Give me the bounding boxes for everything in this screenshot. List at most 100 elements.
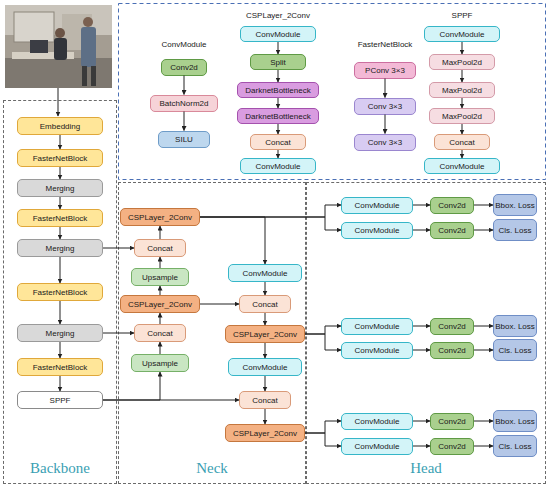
conv2d-box: Conv2d [430, 438, 474, 455]
box-text: Merging [46, 329, 75, 338]
box-text: Concat [147, 244, 172, 253]
concat-box: Concat [250, 134, 306, 150]
flow-arrow [103, 372, 160, 400]
box-text: Conv2d [438, 346, 466, 355]
flow-arrow [60, 135, 61, 149]
flow-arrow [462, 70, 463, 82]
section-title: Neck [119, 460, 305, 477]
flow-arrow [305, 326, 341, 334]
flow-arrow [413, 421, 430, 422]
input-photo [5, 5, 112, 88]
box-text: CSPLayer_2Conv [233, 330, 297, 339]
loss-box: Bbox. Loss [493, 410, 537, 432]
box-text: Embedding [40, 122, 80, 131]
fasternet-block-box: FasterNetBlock [17, 283, 103, 301]
module-legend-frame [119, 4, 546, 180]
flow-arrow [265, 282, 266, 295]
flow-arrow [278, 70, 279, 82]
maxpool-box: MaxPool2d [429, 54, 495, 70]
flow-arrow [103, 400, 239, 401]
flow-arrow [160, 286, 161, 295]
flow-arrow [160, 342, 161, 354]
flow-arrow [103, 333, 134, 334]
module-title: FasterNetBlock [358, 40, 413, 49]
box-text: MaxPool2d [442, 58, 482, 67]
embedding-box: Embedding [17, 117, 103, 135]
conv2d-box: Conv2d [430, 222, 474, 239]
flow-arrow [278, 150, 279, 158]
box-text: Merging [46, 244, 75, 253]
flow-arrow [305, 334, 341, 350]
loss-box: Bbox. Loss [493, 315, 537, 337]
box-text: Bbox. Loss [495, 417, 535, 426]
flow-arrow [305, 433, 341, 446]
box-text: Merging [46, 184, 75, 193]
box-text: Conv2d [438, 201, 466, 210]
module-title: CSPLayer_2Conv [246, 11, 310, 20]
flow-arrow [305, 421, 341, 433]
fasternet-block-box: FasterNetBlock [17, 149, 103, 167]
flow-arrow [385, 79, 386, 98]
maxpool-box: MaxPool2d [429, 82, 495, 98]
concat-box: Concat [239, 295, 291, 313]
conv-module-box: ConvModule [341, 318, 413, 335]
box-text: Concat [265, 138, 290, 147]
module-title: ConvModule [162, 40, 207, 49]
box-text: Conv 3×3 [368, 102, 402, 111]
upsample-box: Upsample [131, 268, 189, 286]
flow-arrow [462, 42, 463, 54]
conv2d-box: Conv2d [430, 413, 474, 430]
box-text: ConvModule [355, 346, 400, 355]
box-text: CSPLayer_2Conv [128, 300, 192, 309]
flow-arrow [200, 217, 341, 230]
section-title: Backbone [4, 460, 116, 477]
section-title: Head [307, 460, 545, 477]
concat-box: Concat [239, 391, 291, 409]
box-text: FasterNetBlock [33, 288, 88, 297]
flow-arrow [200, 217, 265, 264]
conv2d-box: Conv2d [161, 59, 207, 76]
box-text: ConvModule [256, 162, 301, 171]
flow-arrow [278, 124, 279, 134]
flow-arrow [265, 409, 266, 424]
loss-box: Cls. Loss [493, 339, 537, 361]
activation-box: SILU [158, 131, 210, 148]
flow-arrow [265, 313, 266, 325]
concat-box: Concat [134, 324, 186, 342]
box-text: Concat [449, 138, 474, 147]
flow-arrow [462, 150, 463, 158]
flow-arrow [278, 98, 279, 108]
box-text: CSPLayer_2Conv [128, 213, 192, 222]
box-text: Conv2d [438, 226, 466, 235]
loss-box: Bbox. Loss [493, 194, 537, 216]
flow-arrow [462, 124, 463, 134]
flow-arrow [103, 248, 134, 249]
flow-arrow [60, 197, 61, 209]
conv-module-box: ConvModule [228, 358, 302, 376]
conv-module-box: ConvModule [341, 342, 413, 359]
csp-layer-box: CSPLayer_2Conv [225, 325, 305, 343]
split-box: Split [250, 54, 306, 70]
flow-arrow [278, 42, 279, 54]
conv-module-box: ConvModule [228, 264, 302, 282]
flow-arrow [60, 257, 61, 283]
merging-box: Merging [17, 324, 103, 342]
conv-module-box: ConvModule [341, 413, 413, 430]
flow-arrow [160, 313, 161, 324]
box-text: ConvModule [243, 269, 288, 278]
box-text: SILU [175, 135, 193, 144]
box-text: ConvModule [355, 322, 400, 331]
flow-arrow [60, 376, 61, 391]
box-text: Concat [252, 300, 277, 309]
box-text: SPPF [50, 396, 71, 405]
concat-box: Concat [434, 134, 490, 150]
section-region: BackboneEmbeddingFasterNetBlockMergingFa… [3, 100, 117, 484]
box-text: MaxPool2d [442, 86, 482, 95]
box-text: Concat [147, 329, 172, 338]
section-region: NeckCSPLayer_2ConvConcatUpsampleCSPLayer… [118, 182, 306, 484]
box-text: FasterNetBlock [33, 214, 88, 223]
flow-arrow [474, 326, 493, 327]
box-text: Conv2d [170, 63, 198, 72]
box-text: ConvModule [440, 30, 485, 39]
box-text: FasterNetBlock [33, 154, 88, 163]
